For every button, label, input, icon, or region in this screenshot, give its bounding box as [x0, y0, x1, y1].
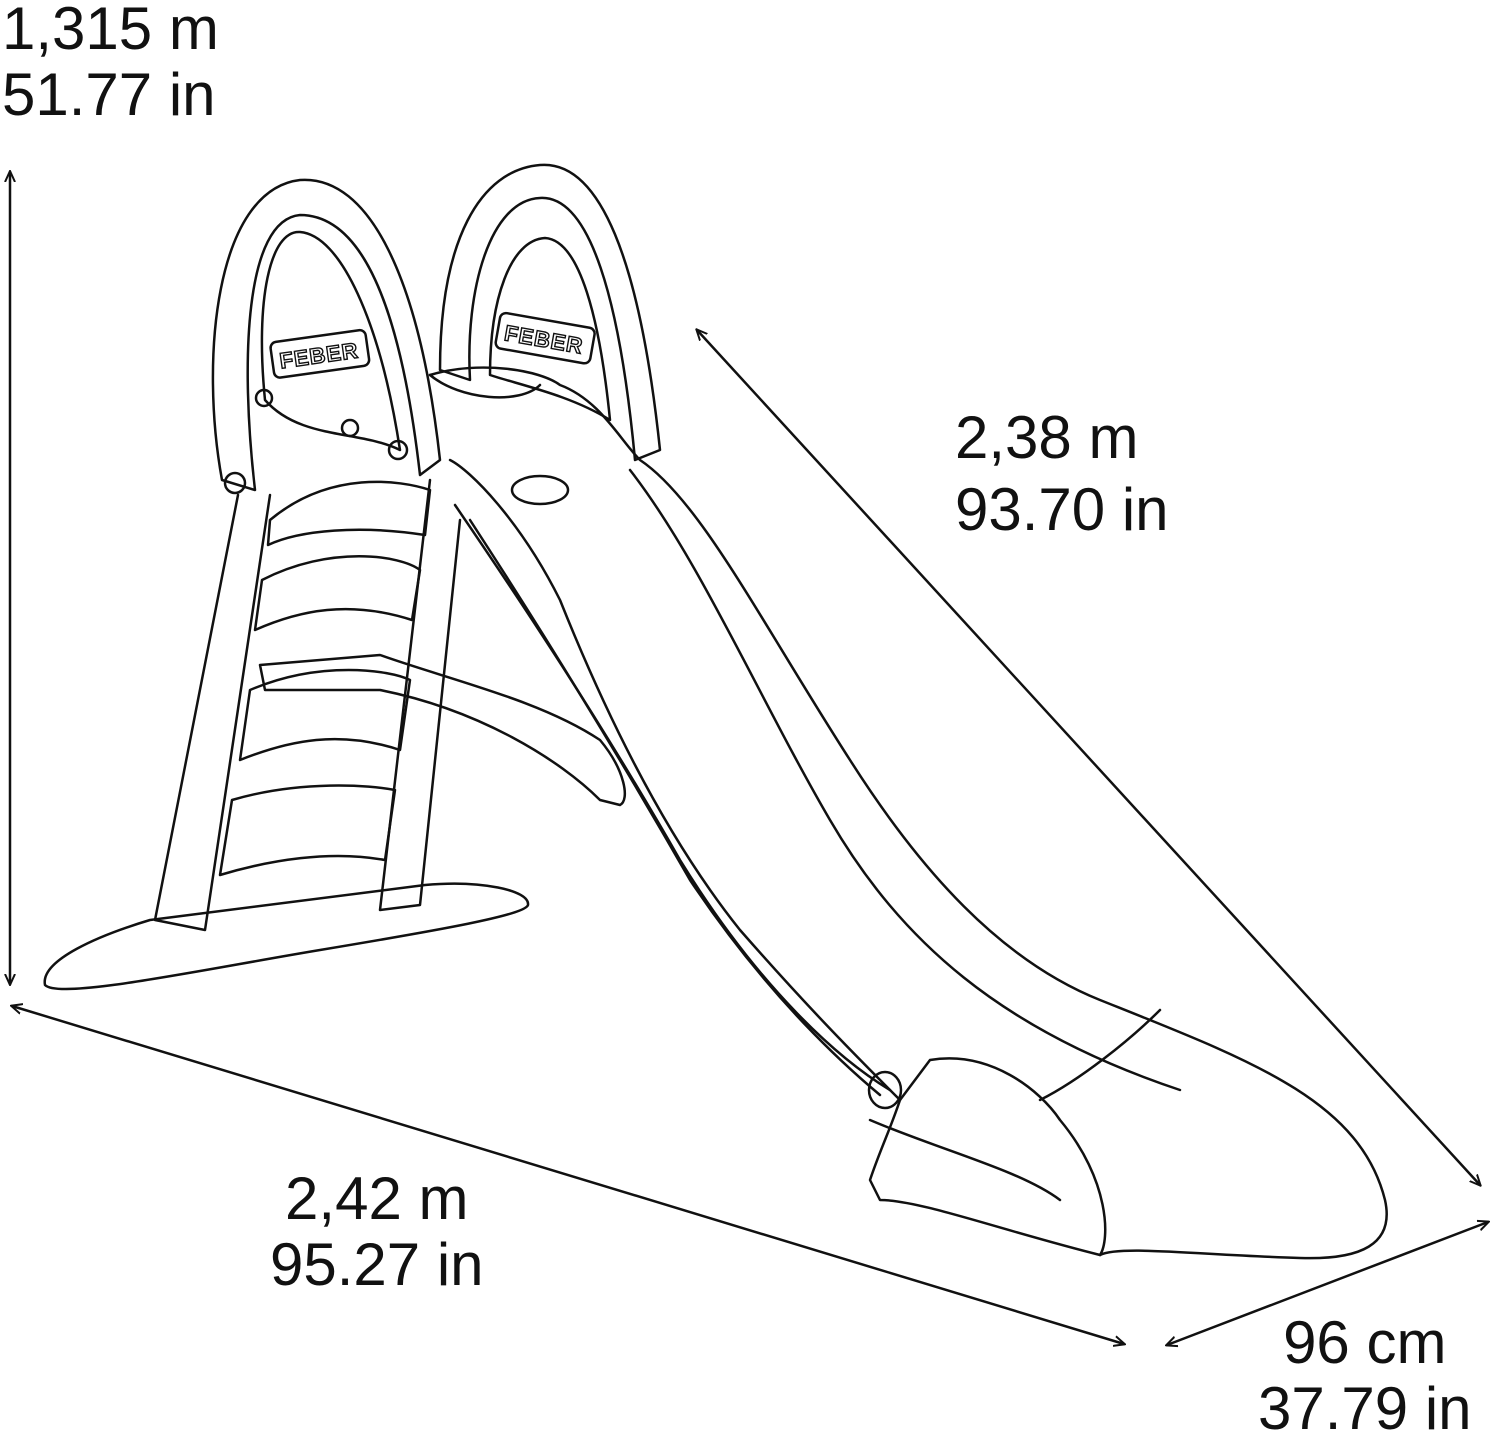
left-handle [211, 178, 442, 495]
ladder [153, 478, 462, 932]
width-imperial: 37.79 in [1258, 1375, 1472, 1442]
total-length-imperial: 95.27 in [270, 1231, 484, 1298]
slide-length-imperial: 93.70 in [955, 476, 1169, 543]
height-label: 1,315 m 51.77 in [2, 0, 219, 128]
height-imperial: 51.77 in [2, 61, 216, 128]
slide-length-metric: 2,38 m [955, 404, 1139, 471]
width-dimension-arrow [1167, 1222, 1488, 1345]
slide-length-dimension-arrow [697, 330, 1480, 1185]
base-foot [43, 882, 530, 991]
width-metric: 96 cm [1283, 1309, 1447, 1376]
height-metric: 1,315 m [2, 0, 219, 62]
right-handle [438, 163, 662, 462]
total-length-label: 2,42 m 95.27 in [270, 1166, 484, 1298]
width-label: 96 cm 37.79 in [1258, 1310, 1472, 1442]
slide-length-label: 2,38 m 93.70 in [955, 405, 1169, 543]
total-length-dimension-arrow [12, 1006, 1124, 1344]
slide-body [428, 366, 1388, 1260]
total-length-metric: 2,42 m [285, 1165, 469, 1232]
support-bar [258, 653, 627, 807]
